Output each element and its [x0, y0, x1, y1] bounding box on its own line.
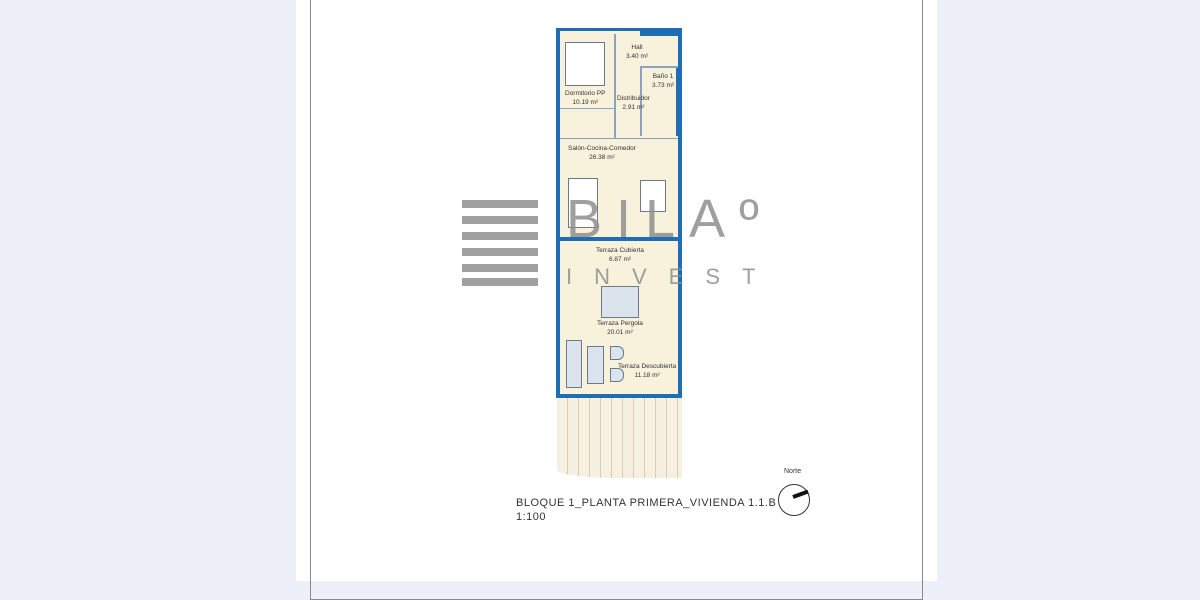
partition: [640, 66, 642, 136]
partition: [560, 108, 615, 109]
partition: [560, 138, 678, 139]
watermark-sub: INVEST: [566, 264, 778, 289]
wall: [676, 66, 682, 136]
terrace-table: [601, 286, 639, 318]
armchair: [610, 368, 624, 382]
watermark-mark: [462, 200, 538, 286]
north-compass-icon: [778, 484, 810, 516]
caption-scale: 1:100: [516, 511, 547, 523]
sofa: [640, 180, 666, 212]
north-label: Norte: [784, 468, 802, 475]
wall: [560, 237, 682, 241]
coffee-table: [587, 346, 604, 384]
armchair: [610, 346, 624, 360]
plan-caption: BLOQUE 1_PLANTA PRIMERA_VIVIENDA 1.1.B 1…: [516, 496, 776, 524]
uncovered-deck: [557, 398, 682, 478]
partition: [640, 66, 678, 68]
bed: [565, 42, 605, 86]
lounge-sofa: [566, 340, 582, 388]
watermark-name: BILAº: [566, 189, 773, 249]
dining-table: [568, 178, 598, 228]
partition: [614, 34, 616, 139]
wall: [640, 28, 682, 36]
caption-title: BLOQUE 1_PLANTA PRIMERA_VIVIENDA 1.1.B: [516, 497, 777, 509]
